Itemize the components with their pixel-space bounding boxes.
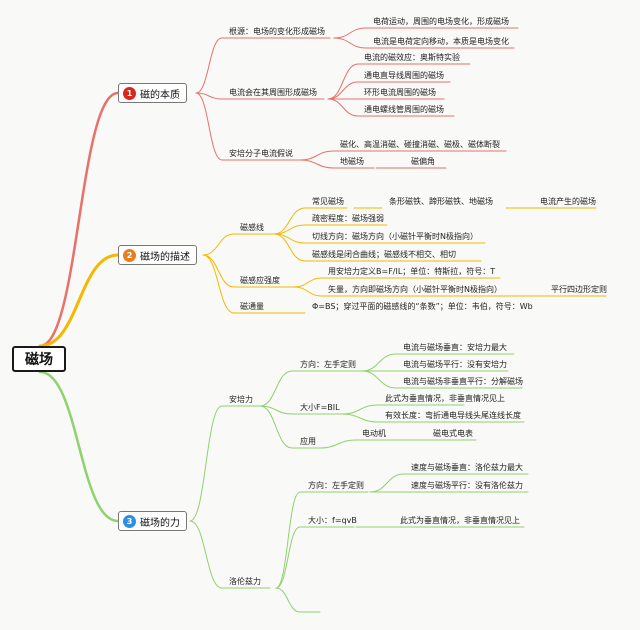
link-b3-1	[189, 405, 223, 522]
node-flux-definition[interactable]: Φ=BS；穿过平面的磁感线的“条数”；单位：韦伯，符号：Wb	[312, 302, 533, 311]
node-ampere-mag-item-2[interactable]: 有效长度：弯折通电导线头尾连线长度	[385, 411, 521, 420]
node-ampere-item-2[interactable]: 地磁场	[340, 157, 364, 166]
root-node[interactable]: 磁场	[12, 346, 66, 372]
link-b3-ampere-dir-3	[361, 370, 397, 389]
node-lines-item-2[interactable]: 切线方向：磁场方向（小磁针平衡时N极指向）	[312, 232, 478, 241]
link-root-b1	[38, 91, 120, 348]
link-b2-intensity-1	[293, 277, 323, 288]
node-lorentz-dir-item-2[interactable]: 速度与磁场平行：没有洛伦兹力	[411, 481, 523, 490]
node-parallelogram-rule[interactable]: 平行四边形定则	[551, 285, 607, 294]
node-ampere-dir-item-1[interactable]: 电流与磁场垂直：安培力最大	[403, 343, 507, 352]
node-common-fields[interactable]: 常见磁场	[312, 197, 344, 206]
node-current-item-1[interactable]: 电流的磁效应：奥斯特实验	[364, 53, 460, 62]
node-magnet-fields[interactable]: 条形磁铁、蹄形磁铁、地磁场	[389, 197, 493, 206]
node-lorentz-magnitude[interactable]: 大小：f=qvB	[308, 516, 357, 525]
branch-label: 磁的本质	[140, 89, 180, 101]
node-ampere-magnitude[interactable]: 大小F=BIL	[300, 403, 340, 412]
node-magnetic-flux[interactable]: 磁通量	[240, 302, 264, 311]
link-b3-lorentz-dir-1	[369, 473, 405, 493]
node-lorentz-dir-item-1[interactable]: 速度与磁场垂直：洛伦兹力最大	[411, 463, 523, 472]
branch-node-essence[interactable]: 1 磁的本质	[118, 83, 187, 103]
link-b1-current-2	[327, 81, 359, 100]
number-badge-3: 3	[123, 514, 136, 528]
node-current-field[interactable]: 电流会在其周围形成磁场	[229, 88, 317, 97]
link-b3-ampere-1	[259, 370, 293, 407]
link-b3-lorentz-1	[275, 491, 301, 589]
branch-node-description[interactable]: 2 磁场的描述	[118, 245, 197, 265]
link-b1-ampere-1	[299, 150, 335, 161]
link-b3-ampere-mag-1	[341, 404, 379, 415]
node-ampere-application[interactable]: 应用	[300, 437, 316, 446]
link-b2-1	[202, 233, 235, 256]
node-origin[interactable]: 根源：电场的变化形成磁场	[229, 27, 325, 36]
node-ampere-hypothesis[interactable]: 安培分子电流假说	[229, 149, 293, 158]
branch-label: 磁场的描述	[140, 251, 190, 263]
link-b2-lines-4	[273, 233, 306, 262]
link-b3-ampere-dir-1	[361, 353, 397, 372]
node-ampere-mag-item-1[interactable]: 此式为垂直情况，非垂直情况见上	[385, 394, 505, 403]
link-b3-ampere-2	[259, 405, 293, 415]
link-b3-lorentz-3	[275, 587, 301, 613]
number-badge-2: 2	[123, 248, 136, 262]
node-moving-coil-meter[interactable]: 磁电式电表	[433, 429, 473, 438]
node-ampere-direction[interactable]: 方向：左手定则	[300, 360, 356, 369]
number-badge-1: 1	[123, 86, 136, 100]
branch-label: 磁场的力	[140, 517, 180, 529]
link-root-b2	[38, 253, 120, 348]
node-current-item-3[interactable]: 环形电流周围的磁场	[364, 88, 436, 97]
node-ampere-dir-item-3[interactable]: 电流与磁场非垂直平行：分解磁场	[403, 377, 523, 386]
node-ampere-item-1[interactable]: 磁化、高温消磁、碰撞消磁、磁极、磁体断裂	[340, 140, 500, 149]
branch-node-force[interactable]: 3 磁场的力	[118, 511, 187, 531]
node-current-item-2[interactable]: 通电直导线周围的磁场	[364, 71, 444, 80]
link-b1-1	[195, 37, 223, 94]
node-lorentz-force[interactable]: 洛伦兹力	[229, 577, 261, 586]
node-lines-item-1[interactable]: 疏密程度：磁场强弱	[312, 214, 384, 223]
node-intensity-item-1[interactable]: 用安培力定义B=F/IL；单位：特斯拉，符号：T	[328, 267, 496, 276]
node-origin-item-1[interactable]: 电荷运动，周围的电场变化，形成磁场	[373, 17, 509, 26]
link-b3-2	[189, 520, 223, 589]
link-b1-2	[195, 92, 223, 100]
link-b3-lorentz-2	[275, 526, 301, 589]
link-b1-3	[195, 92, 223, 161]
node-electric-motor[interactable]: 电动机	[362, 429, 386, 438]
link-b3-ampere-app-1	[319, 439, 357, 449]
node-lines-item-3[interactable]: 磁感线是闭合曲线；磁感线不相交、相切	[312, 250, 456, 259]
link-b1-origin-2	[333, 37, 367, 49]
node-origin-item-2[interactable]: 电流是电荷定向移动，本质是电场变化	[373, 37, 509, 46]
link-b1-ampere-2	[299, 159, 335, 169]
node-current-item-4[interactable]: 通电螺线管周围的磁场	[364, 105, 444, 114]
node-ampere-dir-item-2[interactable]: 电流与磁场平行：没有安培力	[403, 360, 507, 369]
node-current-generated-field[interactable]: 电流产生的磁场	[540, 197, 596, 206]
node-magnetic-declination[interactable]: 磁偏角	[411, 157, 435, 166]
node-lorentz-mag-note[interactable]: 此式为垂直情况，非垂直情况见上	[400, 516, 520, 525]
node-ampere-force[interactable]: 安培力	[229, 395, 253, 404]
link-b2-lines-1	[273, 207, 306, 235]
node-lorentz-direction[interactable]: 方向：左手定则	[308, 481, 364, 490]
link-b3-ampere-3	[259, 405, 293, 449]
link-b2-3	[202, 254, 235, 314]
link-b2-intensity-2	[293, 286, 323, 297]
link-b1-current-1	[327, 63, 359, 100]
node-induction-intensity[interactable]: 磁感应强度	[240, 276, 280, 285]
link-b1-current-4	[327, 98, 359, 117]
link-b1-origin-1	[333, 27, 367, 39]
link-b3-ampere-mag-2	[341, 413, 379, 423]
link-root-b3	[38, 370, 120, 523]
node-field-lines[interactable]: 磁感线	[240, 223, 264, 232]
node-intensity-item-2[interactable]: 矢量，方向即磁场方向（小磁针平衡时N极指向）	[328, 285, 502, 294]
root-label: 磁场	[25, 352, 53, 368]
